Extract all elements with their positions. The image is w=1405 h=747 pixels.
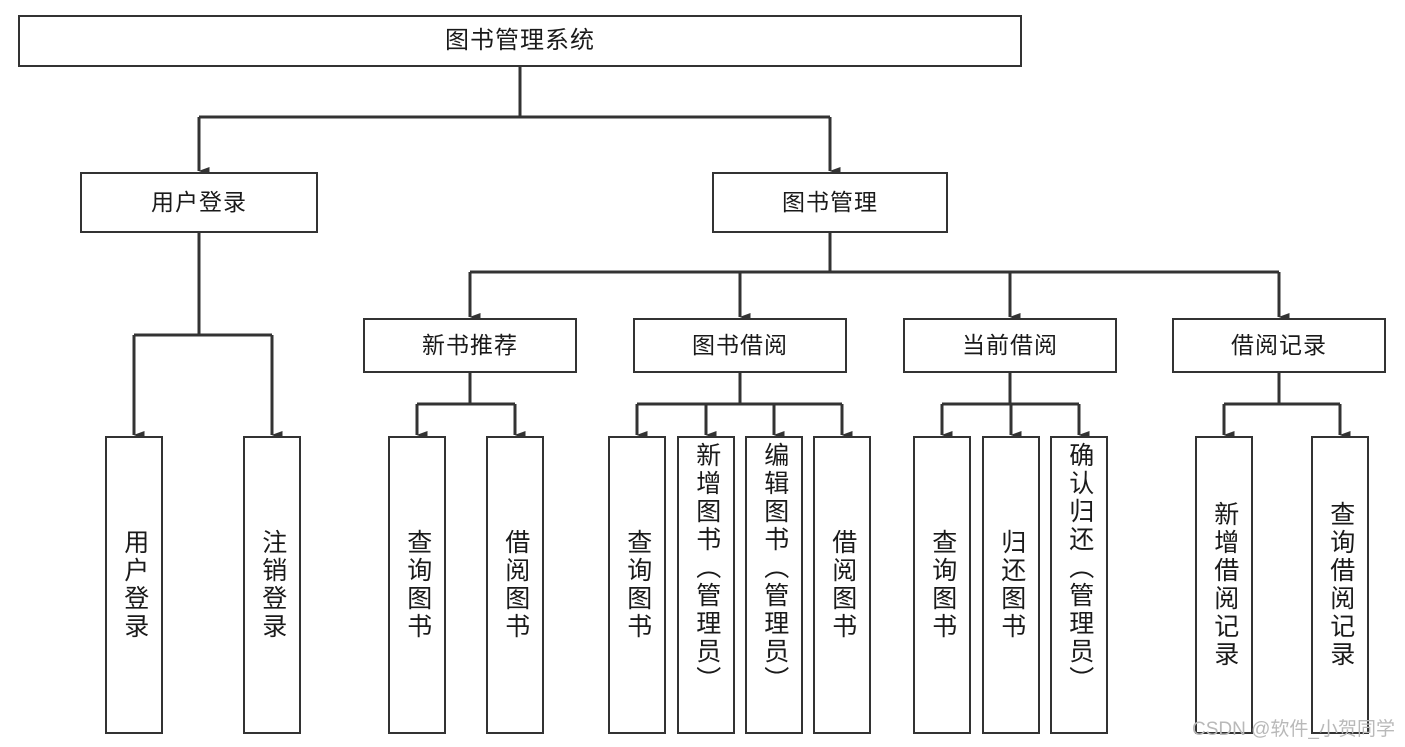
node-label: 新增借阅记录 xyxy=(1210,501,1239,669)
node-label: 图书借阅 xyxy=(692,331,788,358)
node-label: 查询图书 xyxy=(623,529,652,641)
node-label: 编辑图书（管理员） xyxy=(760,442,789,694)
node-label: 借阅图书 xyxy=(828,529,857,641)
node-label: 归还图书 xyxy=(997,529,1026,641)
node-root[interactable]: 图书管理系统 xyxy=(18,15,1022,67)
node-label: 确认归还（管理员） xyxy=(1065,442,1094,694)
node-new-book-rec[interactable]: 新书推荐 xyxy=(363,318,577,373)
node-leaf-confirm-return[interactable]: 确认归还（管理员） xyxy=(1050,436,1108,734)
node-leaf-edit-book[interactable]: 编辑图书（管理员） xyxy=(745,436,803,734)
node-label: 注销登录 xyxy=(258,529,287,641)
node-label: 借阅图书 xyxy=(501,529,530,641)
node-label: 查询图书 xyxy=(403,529,432,641)
node-borrow-record[interactable]: 借阅记录 xyxy=(1172,318,1386,373)
node-user-login[interactable]: 用户登录 xyxy=(80,172,318,233)
node-label: 当前借阅 xyxy=(962,331,1058,358)
node-leaf-borrow-book[interactable]: 借阅图书 xyxy=(813,436,871,734)
node-book-manage[interactable]: 图书管理 xyxy=(712,172,948,233)
node-label: 借阅记录 xyxy=(1231,331,1327,358)
node-label: 新书推荐 xyxy=(422,331,518,358)
node-leaf-user-logout[interactable]: 注销登录 xyxy=(243,436,301,734)
watermark-text: CSDN @软件_小贺同学 xyxy=(1192,719,1395,740)
node-label: 图书管理 xyxy=(782,188,878,215)
node-current-borrow[interactable]: 当前借阅 xyxy=(903,318,1117,373)
node-leaf-borrow-book-rec[interactable]: 借阅图书 xyxy=(486,436,544,734)
node-leaf-query-book-cur[interactable]: 查询图书 xyxy=(913,436,971,734)
node-leaf-query-book-borrow[interactable]: 查询图书 xyxy=(608,436,666,734)
node-leaf-query-record[interactable]: 查询借阅记录 xyxy=(1311,436,1369,734)
node-leaf-query-book-rec[interactable]: 查询图书 xyxy=(388,436,446,734)
node-label: 查询图书 xyxy=(928,529,957,641)
node-label: 查询借阅记录 xyxy=(1326,501,1355,669)
node-label: 用户登录 xyxy=(120,529,149,641)
node-leaf-add-record[interactable]: 新增借阅记录 xyxy=(1195,436,1253,734)
node-leaf-return-book[interactable]: 归还图书 xyxy=(982,436,1040,734)
node-leaf-add-book[interactable]: 新增图书（管理员） xyxy=(677,436,735,734)
node-label: 图书管理系统 xyxy=(445,26,595,54)
node-label: 用户登录 xyxy=(151,188,247,215)
node-label: 新增图书（管理员） xyxy=(692,442,721,694)
node-book-borrow[interactable]: 图书借阅 xyxy=(633,318,847,373)
node-leaf-user-login[interactable]: 用户登录 xyxy=(105,436,163,734)
